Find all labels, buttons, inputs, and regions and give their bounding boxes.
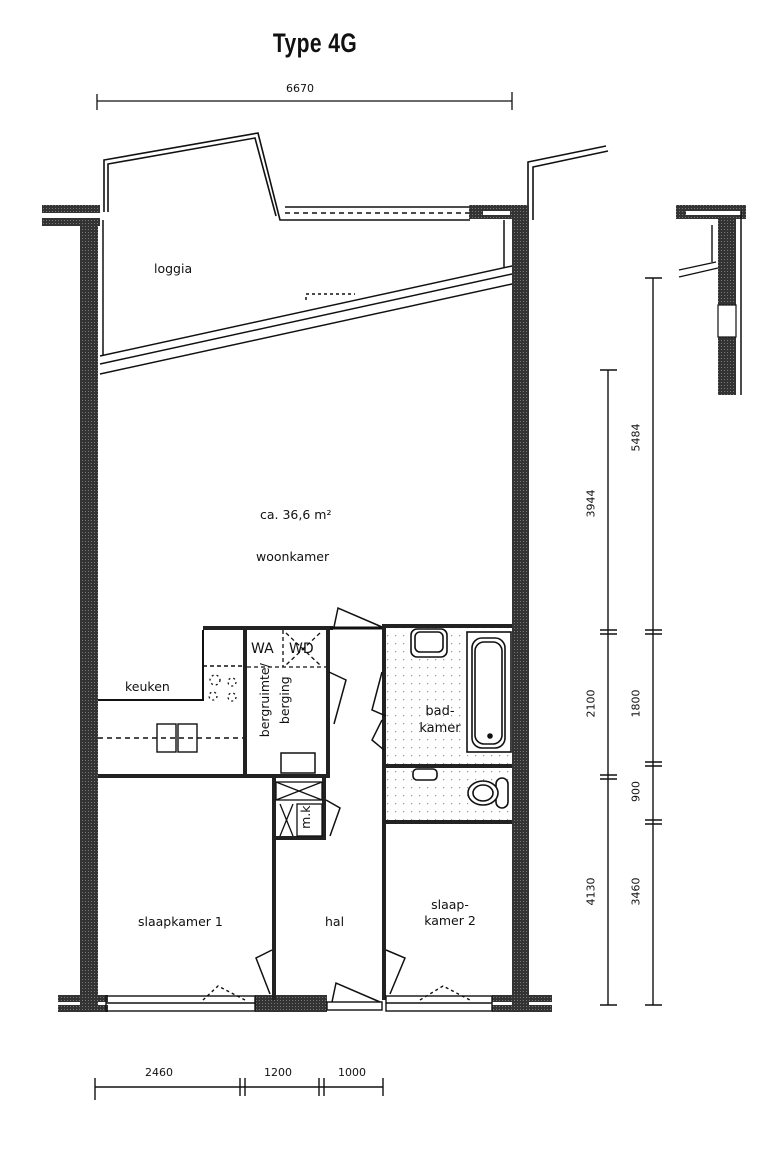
exterior-walls [42,205,552,1012]
label-wd: WD [289,641,314,657]
room-label-woonkamer: woonkamer [256,549,330,564]
doors [255,606,406,1003]
dimension-right-outer-3: 900 [629,781,643,802]
dimension-bottom-3: 1000 [338,1066,366,1079]
dimension-lines-right [600,277,662,1006]
room-area-label: ca. 36,6 m² [260,507,332,522]
dimension-right-outer-4: 3460 [629,877,643,906]
room-label-hal: hal [325,914,345,929]
room-label-berging: berging [276,676,292,725]
dimension-lines-bottom [94,1078,384,1100]
dimension-right-inner-1: 3944 [584,489,598,518]
meter-cupboard [275,781,323,837]
dimension-overall-width-label: 6670 [286,82,314,95]
room-label-mk: m.k [297,805,313,829]
room-label-slaapkamer-2-a: slaap- [431,897,469,912]
dimension-overall-width [96,92,513,110]
dimension-right-inner-2: 2100 [584,689,598,718]
neighbour-wall [527,145,609,220]
room-label-loggia: loggia [154,261,193,276]
room-label-slaapkamer-1: slaapkamer 1 [138,914,223,929]
plan-title: Type 4G [272,28,358,58]
dimension-bottom-1: 2460 [145,1066,173,1079]
label-wa: WA [251,641,274,657]
dimension-right-outer-1: 5484 [629,423,643,452]
room-label-slaapkamer-2-b: kamer 2 [424,913,476,928]
dimension-right-outer-2: 1800 [629,689,643,718]
kitchen-counter [98,630,243,753]
dimension-bottom-2: 1200 [264,1066,292,1079]
interior-walls [98,624,512,1000]
bathroom-fixtures [410,628,512,809]
detail-section [676,205,746,395]
dimension-right-inner-3: 4130 [584,877,598,906]
bottom-windows [105,985,493,1012]
room-label-bergruimte: bergruimte/ [256,663,272,738]
room-label-keuken: keuken [125,679,170,694]
washer-dryer [247,630,326,668]
room-label-badkamer-2: kamer [419,721,461,736]
loggia-bay [103,132,470,221]
storage-unit [280,752,316,774]
kitchen-stove [208,674,237,702]
room-label-badkamer-1: bad- [425,704,455,719]
loggia-facade [99,220,513,375]
